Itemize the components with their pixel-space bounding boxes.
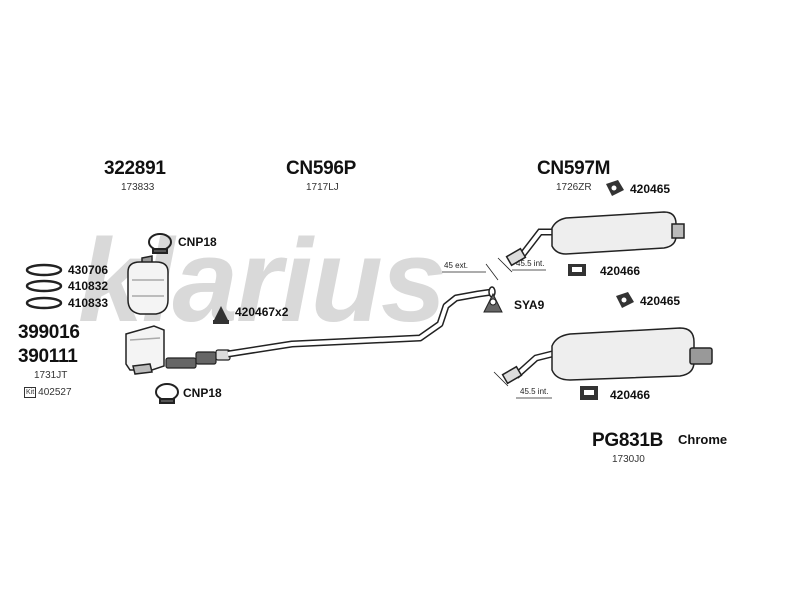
kit-finish: Chrome [678, 432, 728, 447]
mount-sya-icon [483, 292, 503, 313]
bracket-2-label: 420466 [610, 388, 651, 402]
mount-mid-icon [213, 306, 229, 324]
rubber-1-label: 420465 [630, 182, 671, 196]
clamp-top-icon [148, 233, 172, 254]
rubber-2-label: 420465 [640, 294, 681, 308]
clamp-bottom-icon [155, 383, 179, 404]
bracket-icon [568, 264, 586, 276]
clamp-bottom-label: CNP18 [183, 386, 222, 400]
dpf-sub: 1731JT [34, 370, 68, 381]
rear-box-sub: 1726ZR [556, 182, 592, 193]
mount-sya-label: SYA9 [514, 298, 545, 312]
dpf-code-2: 390111 [18, 346, 78, 367]
kit-code: PG831B [592, 430, 664, 451]
gasket-3-label: 410833 [68, 296, 109, 310]
kit-number: 402527 [38, 387, 72, 399]
gasket-1-label: 430706 [68, 263, 109, 277]
cat-part-code: 322891 [104, 158, 166, 179]
front-pipe-code: CN596P [286, 158, 357, 179]
rear-silencer-lower-icon [501, 327, 713, 385]
dpf-code-1: 399016 [18, 322, 80, 343]
particulate-filter-icon [125, 325, 165, 375]
rear-silencer-upper-icon [505, 211, 685, 267]
gasket-2-label: 410832 [68, 279, 109, 293]
kit-badge: Kit [24, 387, 37, 398]
dim-int-top-label: 45.5 int. [516, 259, 545, 268]
bracket-icon [580, 386, 598, 400]
catalytic-converter-icon [127, 255, 169, 315]
rubber-mount-icon [616, 292, 634, 308]
dimension-lines [442, 257, 552, 399]
front-pipe-sub: 1717LJ [306, 182, 339, 193]
cat-part-sub: 173833 [121, 182, 155, 193]
mount-mid-label: 420467x2 [235, 305, 289, 319]
rubber-mount-icon [606, 180, 624, 196]
gasket-ring-icon [25, 263, 63, 310]
dim-int-bottom-label: 45.5 int. [520, 387, 549, 396]
clamp-top-label: CNP18 [178, 235, 217, 249]
dim-ext-label: 45 ext. [444, 261, 469, 270]
kit-sub: 1730J0 [612, 454, 645, 465]
bracket-1-label: 420466 [600, 264, 641, 278]
flex-pipe-icon [165, 349, 231, 369]
rear-box-code: CN597M [537, 158, 611, 179]
